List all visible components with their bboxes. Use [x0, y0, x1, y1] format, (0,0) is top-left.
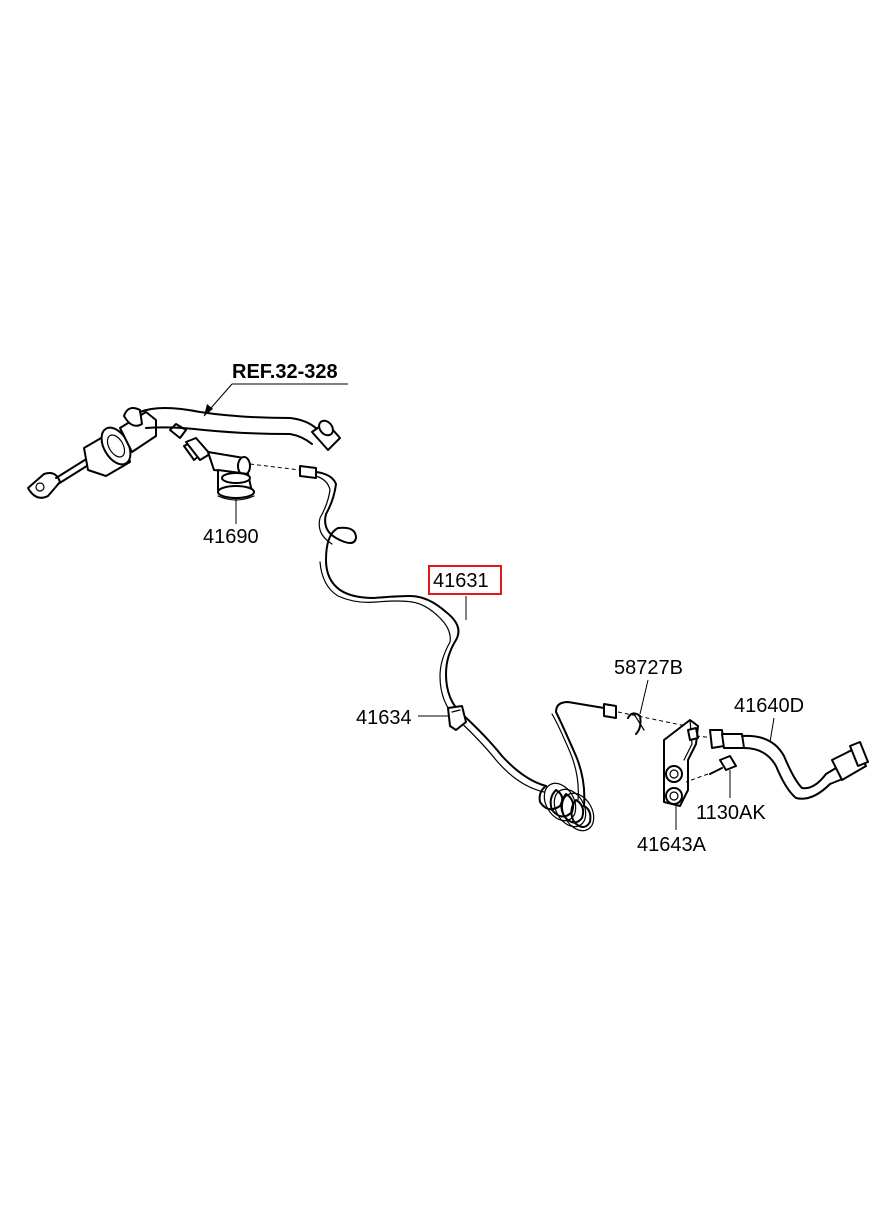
- label-58727B[interactable]: 58727B: [614, 657, 683, 679]
- clip-58727B: [627, 679, 649, 735]
- clip-41634: [418, 705, 467, 731]
- ref-leader: [203, 383, 348, 417]
- highlight-box-41631: [428, 565, 502, 595]
- label-41690[interactable]: 41690: [203, 526, 259, 548]
- label-41634[interactable]: 41634: [356, 707, 412, 729]
- label-41643A[interactable]: 41643A: [637, 834, 707, 856]
- label-41640D[interactable]: 41640D: [734, 695, 804, 717]
- clutch-pipe-41631: [299, 465, 617, 832]
- leader-41640D: [769, 717, 775, 743]
- label-41631[interactable]: 41631: [433, 570, 489, 592]
- leader-58727B: [639, 679, 649, 715]
- fitting-41690: [185, 437, 255, 524]
- bolt-1130AK: [685, 755, 737, 798]
- label-1130AK[interactable]: 1130AK: [696, 802, 766, 824]
- hose-41640D: [695, 717, 869, 800]
- clutch-master-cylinder: [27, 407, 205, 499]
- connection-dash-1: [249, 463, 301, 471]
- bracket-41643A: [663, 719, 699, 830]
- reservoir-hose: [139, 407, 341, 451]
- label-ref[interactable]: REF.32-328: [232, 361, 338, 383]
